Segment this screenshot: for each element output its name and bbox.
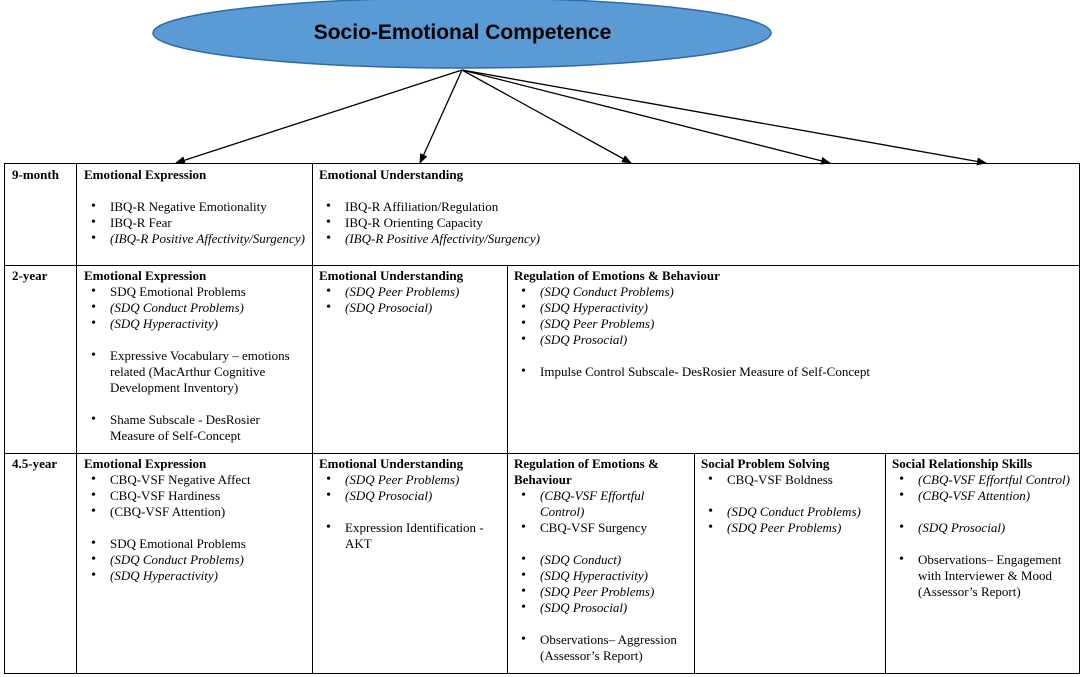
list-item: IBQ-R Negative Emotionality <box>84 199 308 215</box>
row-divider-1 <box>4 265 1080 266</box>
cell-45y-emotional-understanding: Emotional Understanding (SDQ Peer Proble… <box>319 456 504 552</box>
list-item: (IBQ-R Positive Affectivity/Surgency) <box>84 231 308 247</box>
list-item: (SDQ Peer Problems) <box>514 316 1074 332</box>
list-item: IBQ-R Orienting Capacity <box>319 215 719 231</box>
cell-heading: Emotional Expression <box>84 268 207 283</box>
cell-45y-emotional-expression: Emotional Expression CBQ-VSF Negative Af… <box>84 456 306 584</box>
cell-heading: Social Problem Solving <box>701 456 830 471</box>
cell-45y-social-problem-solving: Social Problem Solving CBQ-VSF Boldness (… <box>701 456 881 536</box>
list-item: (SDQ Prosocial) <box>892 520 1076 536</box>
cell-heading: Emotional Expression <box>84 456 207 471</box>
list-item: SDQ Emotional Problems <box>84 284 306 300</box>
col-divider-3 <box>694 453 695 674</box>
list-item: Expressive Vocabulary – emotions related… <box>84 348 306 396</box>
cell-heading: Emotional Understanding <box>319 268 464 283</box>
list-item: (SDQ Hyperactivity) <box>84 568 306 584</box>
list-item: Shame Subscale - DesRosier Measure of Se… <box>84 412 306 444</box>
list-item: (SDQ Prosocial) <box>319 300 504 316</box>
col-divider-1 <box>312 163 313 674</box>
row-label-9-month: 9-month <box>12 167 59 182</box>
cell-9m-emotional-expression: Emotional Expression IBQ-R Negative Emot… <box>84 167 308 247</box>
list-item: (SDQ Conduct Problems) <box>84 300 306 316</box>
list-item: IBQ-R Fear <box>84 215 308 231</box>
arrow-regulation <box>461 69 632 164</box>
cell-2y-emotional-understanding: Emotional Understanding (SDQ Peer Proble… <box>319 268 504 316</box>
list-item: (CBQ-VSF Attention) <box>84 504 306 520</box>
item-list: (SDQ Peer Problems)(SDQ Prosocial) Expres… <box>319 472 504 552</box>
list-item: (SDQ Prosocial) <box>514 332 1074 348</box>
list-item: (SDQ Conduct Problems) <box>701 504 881 520</box>
list-item: (IBQ-R Positive Affectivity/Surgency) <box>319 231 719 247</box>
list-item: SDQ Emotional Problems <box>84 536 306 552</box>
table-border-top <box>4 163 1080 164</box>
item-list: IBQ-R Affiliation/RegulationIBQ-R Orient… <box>319 199 719 247</box>
cell-2y-emotional-expression: Emotional Expression SDQ Emotional Probl… <box>84 268 306 444</box>
list-item: (SDQ Conduct) <box>514 552 690 568</box>
diagram-title: Socio-Emotional Competence <box>313 21 612 44</box>
cell-9m-emotional-understanding: Emotional Understanding IBQ-R Affiliatio… <box>319 167 719 247</box>
list-item: (SDQ Hyperactivity) <box>514 300 1074 316</box>
title-oval <box>152 0 772 69</box>
cell-45y-regulation: Regulation of Emotions & Behaviour (CBQ-… <box>514 456 690 664</box>
list-item: CBQ-VSF Boldness <box>701 472 881 488</box>
list-item: (SDQ Peer Problems) <box>319 284 504 300</box>
list-item: (SDQ Peer Problems) <box>319 472 504 488</box>
list-item: CBQ-VSF Negative Affect <box>84 472 306 488</box>
item-list: (CBQ-VSF Effortful Control)(CBQ-VSF Atte… <box>892 472 1076 600</box>
list-item: CBQ-VSF Surgency <box>514 520 690 536</box>
row-label-2-year: 2-year <box>12 268 48 283</box>
list-item: (SDQ Peer Problems) <box>701 520 881 536</box>
cell-heading: Emotional Understanding <box>319 456 464 471</box>
cell-2y-regulation: Regulation of Emotions & Behaviour (SDQ … <box>514 268 1074 380</box>
list-item: (CBQ-VSF Effortful Control) <box>892 472 1076 488</box>
cell-heading: Emotional Understanding <box>319 167 464 182</box>
cell-45y-social-relationship-skills: Social Relationship Skills (CBQ-VSF Effo… <box>892 456 1076 600</box>
list-item: (SDQ Peer Problems) <box>514 584 690 600</box>
list-item: (SDQ Hyperactivity) <box>84 316 306 332</box>
list-item: Observations– Aggression (Assessor’s Rep… <box>514 632 690 664</box>
cell-heading: Regulation of Emotions & Behaviour <box>514 456 659 487</box>
list-item: (SDQ Prosocial) <box>319 488 504 504</box>
item-list: (CBQ-VSF Effortful Control)CBQ-VSF Surge… <box>514 488 690 664</box>
arrow-social-relationship-skills <box>461 69 987 166</box>
list-item: Impulse Control Subscale- DesRosier Meas… <box>514 364 1074 380</box>
col-divider-4 <box>885 453 886 674</box>
arrow-emotional-expression <box>175 69 463 165</box>
arrow-emotional-understanding <box>419 69 463 164</box>
arrow-social-problem-solving <box>461 69 831 165</box>
list-item: Expression Identification - AKT <box>319 520 504 552</box>
list-item: (CBQ-VSF Attention) <box>892 488 1076 504</box>
cell-heading: Regulation of Emotions & Behaviour <box>514 268 720 283</box>
item-list: CBQ-VSF Negative AffectCBQ-VSF Hardiness… <box>84 472 306 584</box>
item-list: (SDQ Conduct Problems)(SDQ Hyperactivity… <box>514 284 1074 380</box>
item-list: CBQ-VSF Boldness (SDQ Conduct Problems)(S… <box>701 472 881 536</box>
list-item: (SDQ Conduct Problems) <box>514 284 1074 300</box>
list-item: CBQ-VSF Hardiness <box>84 488 306 504</box>
table-border-left <box>4 163 5 674</box>
item-list: SDQ Emotional Problems(SDQ Conduct Probl… <box>84 284 306 444</box>
item-list: (SDQ Peer Problems)(SDQ Prosocial) <box>319 284 504 316</box>
row-label-4-5-year: 4.5-year <box>12 456 58 471</box>
list-item: (SDQ Conduct Problems) <box>84 552 306 568</box>
table-border-bottom <box>4 673 1080 674</box>
list-item: (CBQ-VSF Effortful Control) <box>514 488 690 520</box>
cell-heading: Emotional Expression <box>84 167 207 182</box>
list-item: Observations– Engagement with Interviewe… <box>892 552 1076 600</box>
row-divider-2 <box>4 453 1080 454</box>
list-item: (SDQ Hyperactivity) <box>514 568 690 584</box>
table-border-right <box>1079 163 1080 674</box>
item-list: IBQ-R Negative EmotionalityIBQ-R Fear(IB… <box>84 199 308 247</box>
cell-heading: Social Relationship Skills <box>892 456 1033 471</box>
col-divider-2 <box>507 265 508 674</box>
list-item: (SDQ Prosocial) <box>514 600 690 616</box>
col-divider-label <box>76 163 77 674</box>
list-item: IBQ-R Affiliation/Regulation <box>319 199 719 215</box>
